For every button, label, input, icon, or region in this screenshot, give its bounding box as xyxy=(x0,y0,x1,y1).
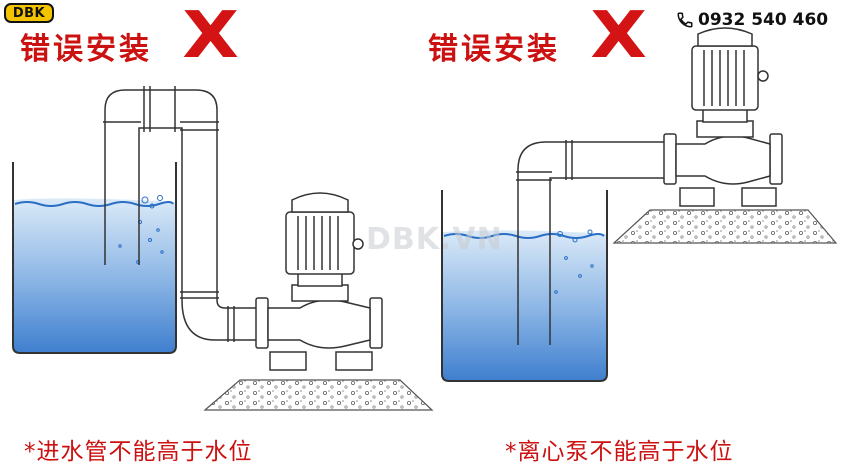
left-water xyxy=(13,198,176,353)
phone-contact[interactable]: 0932 540 460 xyxy=(676,9,828,31)
right-wrong-mark: X xyxy=(590,0,648,73)
phone-number: 0932 540 460 xyxy=(698,10,829,30)
left-tank-wall xyxy=(12,162,177,354)
right-pump-base xyxy=(612,209,838,244)
right-heading: 错误安装 xyxy=(428,32,560,67)
left-wrong-mark: X xyxy=(182,0,240,73)
right-suction-pipe xyxy=(516,140,675,345)
left-pump-base xyxy=(203,379,434,411)
right-pump xyxy=(663,27,783,207)
left-caption: *进水管不能高于水位 xyxy=(24,439,253,465)
right-bubbles xyxy=(554,229,594,294)
brand-logo: DBK xyxy=(4,3,54,23)
left-diagram xyxy=(12,86,434,411)
right-water-surface xyxy=(443,233,605,239)
left-heading: 错误安装 xyxy=(20,32,152,67)
phone-icon xyxy=(677,12,693,28)
left-water-tank xyxy=(12,162,177,354)
left-pump xyxy=(255,192,383,371)
left-water-surface xyxy=(14,201,174,207)
left-suction-pipe xyxy=(103,86,270,342)
left-bubbles xyxy=(118,195,164,264)
right-tank-wall xyxy=(441,190,608,382)
right-water-tank xyxy=(441,190,608,382)
right-water xyxy=(442,230,607,381)
right-diagram xyxy=(441,27,838,382)
watermark: DBK.VN xyxy=(366,222,503,257)
right-caption: *离心泵不能高于水位 xyxy=(505,439,734,465)
